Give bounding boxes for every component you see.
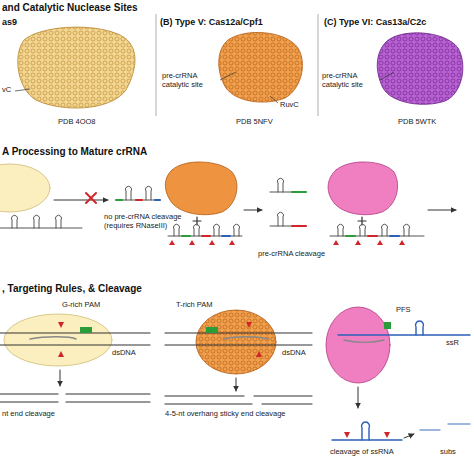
row-heading: A Processing to Mature crRNA bbox=[2, 146, 147, 158]
pfs-label: PFS bbox=[396, 306, 411, 315]
processing-row bbox=[0, 162, 456, 245]
row-heading: and Catalytic Nuclease Sites bbox=[2, 2, 138, 14]
pdb-label: PDB 5NFV bbox=[236, 118, 273, 127]
site-label: pre-crRNA catalytic site bbox=[322, 72, 378, 89]
strand-label: dsDNA bbox=[112, 349, 136, 358]
panel-title: as9 bbox=[2, 17, 17, 27]
panel-title: (C) Type VI: Cas13a/C2c bbox=[324, 17, 426, 27]
pdb-label: PDB 4OO8 bbox=[58, 118, 96, 127]
strand-label: dsDNA bbox=[282, 349, 306, 358]
targeting-row bbox=[0, 307, 470, 440]
site-label: pre-crRNA catalytic site bbox=[162, 72, 218, 89]
domain-label: vC bbox=[2, 86, 11, 95]
outcome-label: pre-crRNA cleavage bbox=[258, 250, 325, 259]
domain-label: RuvC bbox=[280, 101, 299, 110]
pam-label: G-rich PAM bbox=[62, 301, 100, 310]
row-heading: , Targeting Rules, & Cleavage bbox=[2, 283, 142, 295]
outcome-label: 4-5-nt overhang sticky end cleavage bbox=[165, 410, 286, 419]
pdb-label: PDB 5WTK bbox=[398, 118, 436, 127]
outcome-label: nt end cleavage bbox=[2, 410, 55, 419]
structure-row bbox=[15, 14, 463, 116]
strand-label: ssR bbox=[446, 339, 459, 348]
pam-label: T-rich PAM bbox=[176, 301, 213, 310]
outcome-label: no pre-crRNA cleavage (requires RNaseIII… bbox=[104, 213, 186, 230]
outcome-label: cleavage of ssRNA bbox=[330, 448, 394, 457]
panel-title: (B) Type V: Cas12a/Cpf1 bbox=[160, 17, 263, 27]
outcome-label: subs bbox=[440, 448, 456, 457]
